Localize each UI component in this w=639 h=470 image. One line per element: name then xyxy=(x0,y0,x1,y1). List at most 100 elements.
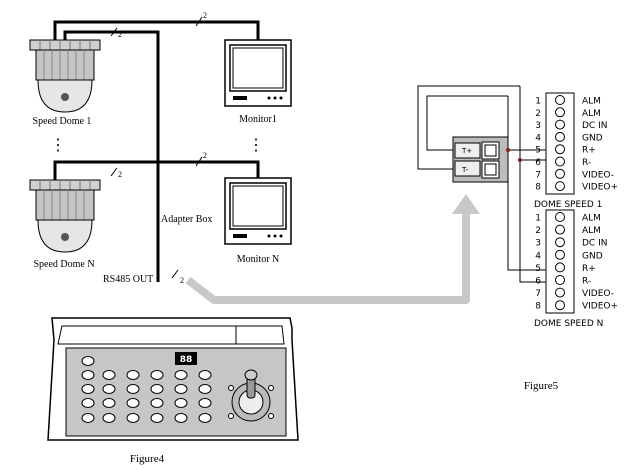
keypad-button xyxy=(126,370,140,380)
keypad-button xyxy=(126,413,140,423)
keypad-button xyxy=(126,398,140,408)
pin-number: 2 xyxy=(535,226,541,236)
pin-label: ALM xyxy=(582,226,601,236)
wire-tplus xyxy=(426,95,508,151)
terminal-screw xyxy=(555,237,565,248)
terminal-screw xyxy=(555,168,565,179)
junction-dot xyxy=(518,158,522,162)
pin-number: 6 xyxy=(535,277,541,287)
pin-label: R+ xyxy=(582,146,596,156)
keypad-button xyxy=(150,370,164,380)
pin-number: 7 xyxy=(535,289,541,299)
figure4: 2 2 2 2 2 Speed Dome 1 ⋮ xyxy=(29,11,299,465)
terminal-screw xyxy=(555,275,565,285)
figure4-caption: Figure4 xyxy=(130,453,165,465)
pin-label: VIDEO- xyxy=(582,289,614,299)
keypad-button xyxy=(81,384,95,394)
terminal-screw xyxy=(555,300,565,311)
keypad-button xyxy=(198,398,212,408)
monitor-n xyxy=(224,177,292,245)
pin-label: DC IN xyxy=(582,121,607,131)
terminal-plug: T+ T- xyxy=(452,136,509,183)
keypad-button xyxy=(81,356,95,366)
terminal-screw xyxy=(555,224,565,235)
terminal-screw xyxy=(555,144,565,155)
pin-number: 5 xyxy=(535,264,541,274)
wire-tick xyxy=(110,167,118,177)
pin-label: ALM xyxy=(582,97,601,107)
wire-ticks xyxy=(110,16,203,279)
figure5-wiring xyxy=(417,85,555,283)
wire-rminus-n xyxy=(519,160,555,283)
speed-dome-1 xyxy=(29,39,101,113)
wire-mark: 2 xyxy=(180,276,184,285)
joystick-icon xyxy=(228,369,274,422)
terminal-screw xyxy=(555,119,565,130)
terminal-screw xyxy=(555,131,565,142)
flow-arrow-head xyxy=(452,194,480,214)
keypad-button xyxy=(150,384,164,394)
wire-mid xyxy=(53,160,260,180)
terminal-block-n-caption: DOME SPEED N xyxy=(534,319,603,329)
keypad-button xyxy=(198,370,212,380)
terminal-block-1-caption: DOME SPEED 1 xyxy=(534,200,602,210)
wire-tick xyxy=(195,156,203,167)
keypad-button xyxy=(126,384,140,394)
pin-label: VIDEO- xyxy=(582,170,614,180)
rs485-out-label: RS485 OUT xyxy=(103,274,153,285)
junction-dot xyxy=(506,148,510,152)
adapter-box-label: Adapter Box xyxy=(161,214,212,225)
pin-label: GND xyxy=(582,133,603,143)
keypad-button xyxy=(81,413,95,423)
flow-arrow-shaft xyxy=(185,208,470,304)
pin-label: VIDEO+ xyxy=(582,183,618,193)
pin-number: 8 xyxy=(535,183,541,193)
keypad-button xyxy=(174,370,188,380)
speed-dome-n xyxy=(29,179,101,253)
figure5-caption: Figure5 xyxy=(524,380,559,392)
speed-dome-n-label: Speed Dome N xyxy=(33,259,94,270)
pin-number: 3 xyxy=(535,121,541,131)
terminal-screw xyxy=(555,249,565,260)
pin-number: 4 xyxy=(535,133,541,143)
pin-number: 2 xyxy=(535,109,541,119)
keyboard-controller: 88 xyxy=(47,317,299,441)
pin-number: 6 xyxy=(535,158,541,168)
pin-label: ALM xyxy=(582,214,601,224)
wire-top xyxy=(53,20,260,41)
keypad-button xyxy=(102,384,116,394)
pin-number: 5 xyxy=(535,146,541,156)
keypad-button xyxy=(150,398,164,408)
wire-mark: 2 xyxy=(118,170,122,179)
dome-ellipsis: ⋮ xyxy=(50,137,66,154)
pin-label: R+ xyxy=(582,264,596,274)
pin-number: 8 xyxy=(535,302,541,312)
keypad-button xyxy=(198,413,212,423)
keypad-button xyxy=(81,398,95,408)
pin-label: ALM xyxy=(582,109,601,119)
wire-trunk xyxy=(63,30,160,282)
keypad-button xyxy=(174,398,188,408)
pin-label: VIDEO+ xyxy=(582,302,618,312)
monitor-ellipsis: ⋮ xyxy=(248,137,264,154)
pin-label: R- xyxy=(582,158,591,168)
wire-tick xyxy=(110,27,118,37)
wire-tick xyxy=(171,269,179,279)
terminal-screw xyxy=(555,287,565,298)
monitor-1-label: Monitor1 xyxy=(239,114,277,125)
keypad-button xyxy=(102,413,116,423)
wire-tick xyxy=(195,16,203,27)
wire-mark: 2 xyxy=(203,151,207,160)
plug-label-tplus: T+ xyxy=(461,147,472,155)
keypad-button xyxy=(174,384,188,394)
keypad-button xyxy=(150,413,164,423)
keypad-button xyxy=(174,413,188,423)
keyboard-display: 88 xyxy=(180,355,193,365)
pin-label: R- xyxy=(582,277,591,287)
terminal-screw xyxy=(555,212,565,222)
terminal-screw xyxy=(555,95,565,105)
terminal-screw xyxy=(555,107,565,118)
